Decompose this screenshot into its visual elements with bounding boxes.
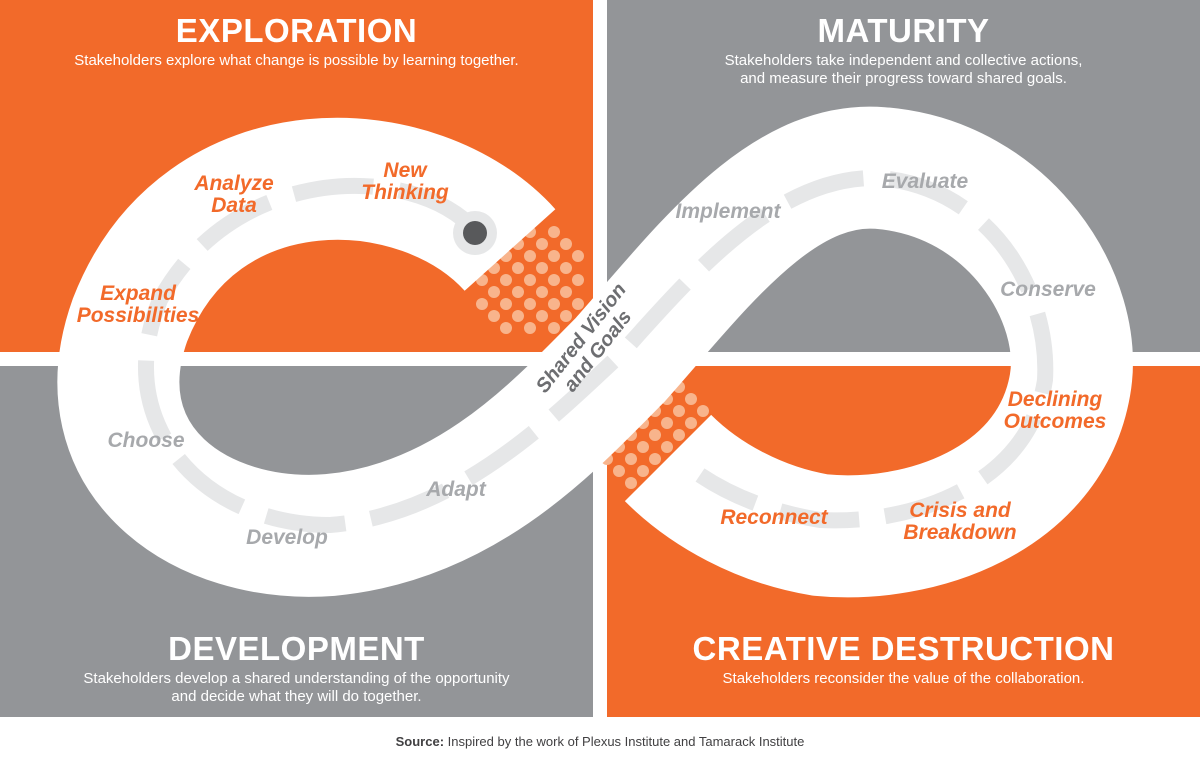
step-choose: Choose	[107, 429, 185, 452]
development-description: Stakeholders develop a shared understand…	[0, 670, 593, 706]
flow-arrow-path	[138, 169, 1054, 534]
source-text: Inspired by the work of Plexus Institute…	[444, 734, 805, 749]
pattern-dot	[500, 322, 512, 334]
pattern-dot	[524, 250, 536, 262]
maturity-description: Stakeholders take independent and collec…	[607, 52, 1200, 88]
start-point-icon	[463, 221, 487, 245]
pattern-dot	[536, 286, 548, 298]
maturity-title: MATURITY	[817, 12, 990, 49]
step-evaluate: Evaluate	[881, 170, 969, 193]
pattern-dot	[536, 238, 548, 250]
pattern-dot	[625, 477, 637, 489]
creative-destruction-description: Stakeholders reconsider the value of the…	[722, 670, 1085, 687]
pattern-dot	[536, 310, 548, 322]
pattern-dot	[488, 310, 500, 322]
pattern-dot	[488, 286, 500, 298]
step-implement: Implement	[675, 200, 781, 223]
step-label-line: Declining	[1007, 388, 1103, 411]
pattern-dot	[613, 465, 625, 477]
pattern-dot	[524, 274, 536, 286]
pattern-dot	[500, 274, 512, 286]
step-conserve: Conserve	[1000, 278, 1096, 301]
step-label-line: Breakdown	[903, 521, 1017, 544]
source-label: Source:	[395, 734, 445, 749]
maturity-description-line1: Stakeholders take independent and collec…	[724, 52, 1083, 69]
pattern-dot	[548, 250, 560, 262]
pattern-dot	[548, 226, 560, 238]
pattern-dot	[512, 262, 524, 274]
pattern-dot	[572, 274, 584, 286]
exploration-description: Stakeholders explore what change is poss…	[74, 52, 519, 69]
step-develop: Develop	[246, 526, 328, 549]
pattern-dot	[697, 405, 709, 417]
pattern-dot	[500, 298, 512, 310]
step-label-line: Expand	[100, 282, 176, 305]
pattern-dot	[536, 262, 548, 274]
pattern-dot	[685, 417, 697, 429]
pattern-dot	[560, 238, 572, 250]
pattern-dot	[548, 274, 560, 286]
maturity-description-line2: and measure their progress toward shared…	[740, 70, 1067, 87]
pattern-dot	[661, 417, 673, 429]
step-label-line: Possibilities	[76, 304, 200, 327]
pattern-dot	[637, 465, 649, 477]
step-label-line: New	[383, 159, 427, 182]
pattern-dot	[649, 453, 661, 465]
pattern-dot	[512, 286, 524, 298]
pattern-dot	[661, 441, 673, 453]
pattern-dot	[572, 250, 584, 262]
step-adapt: Adapt	[426, 478, 486, 501]
pattern-dot	[512, 310, 524, 322]
development-description-line1: Stakeholders develop a shared understand…	[83, 670, 510, 687]
source-note: Source: Inspired by the work of Plexus I…	[0, 734, 1200, 749]
creative-destruction-title: CREATIVE DESTRUCTION	[692, 630, 1115, 667]
pattern-dot	[685, 393, 697, 405]
pattern-dot	[524, 298, 536, 310]
pattern-dot	[524, 322, 536, 334]
pattern-dot	[560, 262, 572, 274]
pattern-dot	[572, 298, 584, 310]
step-label-line: Crisis and	[909, 499, 1011, 522]
pattern-dot	[673, 405, 685, 417]
pattern-dot	[560, 310, 572, 322]
exploration-title: EXPLORATION	[175, 12, 418, 49]
step-label-line: Outcomes	[1003, 410, 1107, 433]
pattern-dot	[560, 286, 572, 298]
pattern-dot	[673, 429, 685, 441]
step-reconnect: Reconnect	[720, 506, 828, 529]
development-description-line2: and decide what they will do together.	[171, 688, 422, 705]
pattern-dot	[649, 429, 661, 441]
pattern-dot	[548, 322, 560, 334]
development-title: DEVELOPMENT	[168, 630, 425, 667]
pattern-dot	[625, 453, 637, 465]
pattern-dot	[548, 298, 560, 310]
pattern-dot	[476, 298, 488, 310]
step-label-line: Thinking	[361, 181, 449, 204]
step-label-line: Data	[211, 194, 257, 217]
pattern-dot	[637, 441, 649, 453]
step-label-line: Analyze	[194, 172, 274, 195]
